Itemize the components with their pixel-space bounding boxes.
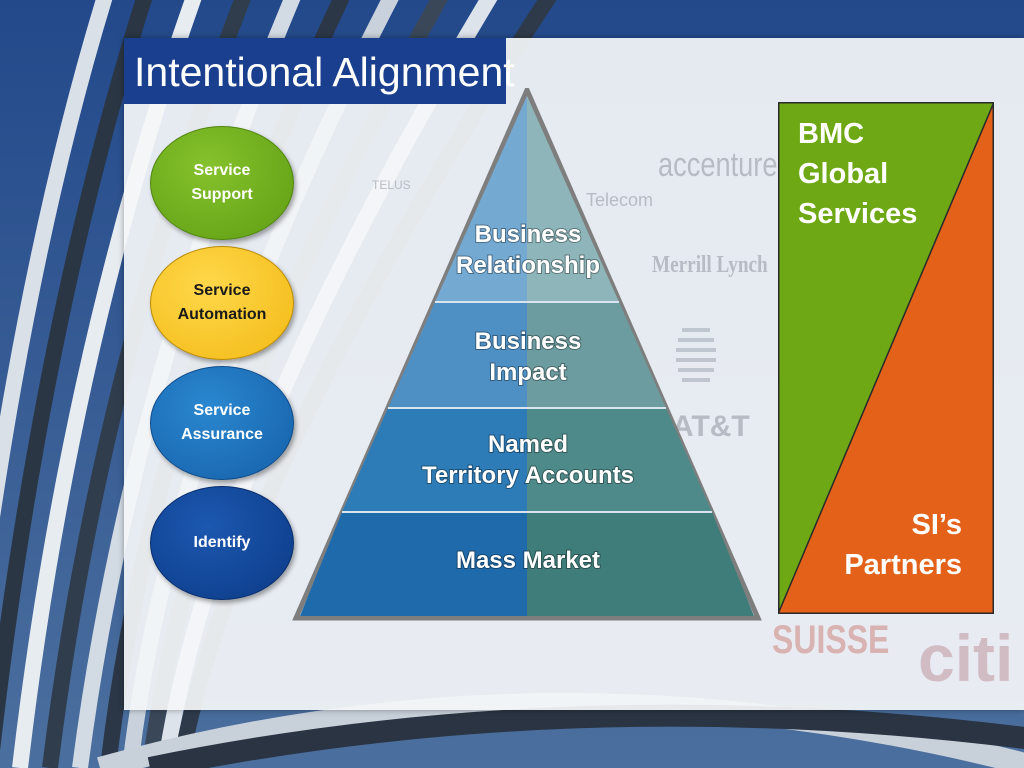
watermark-logo: citi xyxy=(918,621,1014,695)
title-bar xyxy=(124,38,506,104)
tier-1-line: Relationship xyxy=(456,252,600,279)
text-line: Service xyxy=(193,282,251,299)
tier-4-label: Mass Market xyxy=(456,547,600,574)
text-line: Partners xyxy=(844,549,962,581)
watermark-logo: Merrill Lynch xyxy=(652,252,768,278)
watermark-logo: AT&T xyxy=(672,410,750,443)
text-line: SI’s xyxy=(911,509,962,541)
pyramid-tier-1 xyxy=(435,96,619,302)
text-line: Identify xyxy=(193,534,251,551)
text-line: BMC xyxy=(798,118,865,150)
tier-3-line: Named xyxy=(488,431,568,458)
watermark-logo: Telecom xyxy=(586,190,654,210)
watermark-logo: SUISSE xyxy=(772,618,890,662)
text-line: Service xyxy=(193,162,251,179)
text-line: Support xyxy=(191,186,253,203)
pyramid-tier-4 xyxy=(300,512,754,616)
att-globe-icon xyxy=(676,328,716,382)
pyramid-tier-3 xyxy=(342,408,712,512)
text-line: Automation xyxy=(177,306,267,323)
watermark-logo: accenture xyxy=(658,146,778,184)
pyramid-tier-2 xyxy=(388,302,666,408)
split-diagram xyxy=(778,102,994,614)
slide-title: Intentional Alignment xyxy=(134,49,515,95)
text-line: Assurance xyxy=(181,426,263,443)
tier-4-line: Mass Market xyxy=(456,547,600,574)
tier-2-line: Business xyxy=(475,328,582,355)
tier-3-line: Territory Accounts xyxy=(422,462,634,489)
text-line: Global xyxy=(798,158,889,190)
identify-node: Identify xyxy=(150,486,294,600)
text-line: Services xyxy=(798,198,918,230)
text-line: Service xyxy=(193,402,251,419)
tier-1-line: Business xyxy=(475,221,582,248)
watermark-logo: TELUS xyxy=(372,178,411,192)
identify-label: Identify xyxy=(194,531,251,555)
tier-2-line: Impact xyxy=(489,359,566,386)
